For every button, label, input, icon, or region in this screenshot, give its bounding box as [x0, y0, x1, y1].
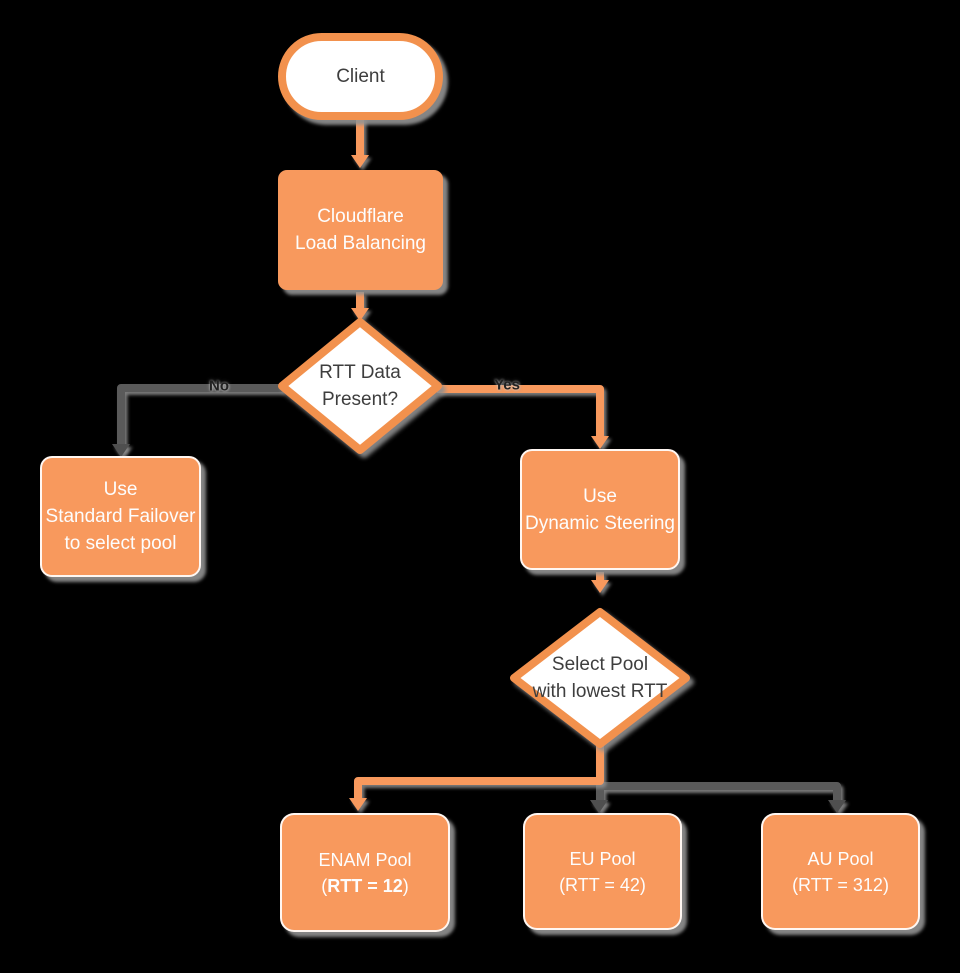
au-pool-node: AU Pool (RTT = 312)	[761, 813, 920, 930]
arrowhead-into-dynamic-steering	[591, 436, 609, 449]
rtt-decision-line2: Present?	[321, 389, 399, 410]
eu-pool-line1: EU Pool	[569, 848, 636, 869]
standard-failover-line2: Standard Failover	[45, 506, 196, 527]
select-pool-line2: with lowest RTT	[532, 681, 668, 702]
cloudflare-line1: Cloudflare	[317, 206, 404, 227]
eu-pool-node: EU Pool (RTT = 42)	[523, 813, 682, 930]
rtt-decision-line1: RTT Data	[319, 362, 401, 383]
select-pool-line1: Select Pool	[551, 654, 649, 675]
select-pool-diamond	[510, 608, 690, 748]
enam-pool-line2: (RTT = 12)	[321, 873, 409, 899]
edge-label-yes: Yes	[494, 376, 520, 394]
edge-label-no: No	[209, 377, 229, 395]
arrowhead-into-eu-pool	[590, 800, 608, 813]
enam-rtt-paren-open: (	[321, 875, 328, 896]
edge-to-au-pool	[600, 782, 841, 802]
au-pool-line1: AU Pool	[807, 848, 874, 869]
rtt-decision-diamond	[278, 318, 442, 454]
eu-pool-line2: (RTT = 42)	[559, 874, 646, 895]
arrowhead-into-standard-failover	[112, 444, 130, 457]
client-label: Client	[336, 65, 385, 87]
edge-to-enam-pool	[354, 746, 604, 800]
cloudflare-load-balancing-node: Cloudflare Load Balancing	[278, 170, 443, 290]
arrowhead-into-cloudflare	[351, 155, 369, 168]
cloudflare-line2: Load Balancing	[295, 233, 426, 254]
dynamic-steering-node: Use Dynamic Steering	[520, 449, 680, 570]
rtt-decision-label: RTT Data Present?	[319, 359, 401, 413]
edge-no-to-standard-failover	[117, 384, 283, 450]
edge-yes-to-dynamic-steering	[437, 385, 604, 437]
dark-arrowheads	[112, 444, 846, 813]
enam-pool-line1: ENAM Pool	[318, 849, 412, 870]
dynamic-steering-line1: Use	[583, 485, 617, 507]
arrowhead-into-au-pool	[828, 800, 846, 813]
enam-pool-node: ENAM Pool (RTT = 12)	[280, 813, 450, 932]
client-node: Client	[278, 33, 443, 120]
standard-failover-line3: to select pool	[64, 533, 177, 554]
select-pool-label: Select Pool with lowest RTT	[533, 651, 668, 705]
enam-rtt-paren-close: )	[402, 875, 409, 896]
arrowhead-into-enam-pool	[349, 798, 367, 811]
standard-failover-node: Use Standard Failover to select pool	[40, 456, 201, 577]
enam-rtt-value: RTT = 12	[327, 875, 403, 896]
arrowhead-into-select-pool	[591, 580, 609, 593]
dark-connectors	[117, 384, 841, 802]
arrowhead-into-rtt-decision	[351, 308, 369, 321]
dynamic-steering-line2: Dynamic Steering	[525, 512, 675, 534]
orange-arrowheads	[349, 155, 609, 811]
standard-failover-line1: Use	[103, 479, 138, 500]
au-pool-line2: (RTT = 312)	[792, 874, 889, 895]
